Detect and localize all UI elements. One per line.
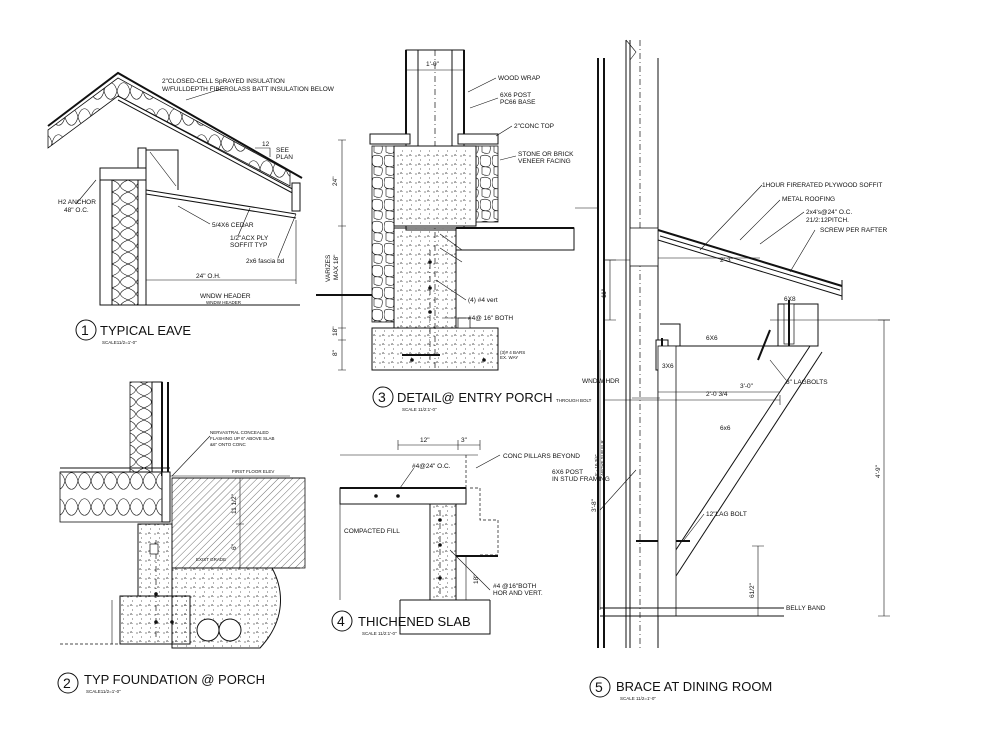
brace-member-6x6: 6X6: [706, 335, 718, 342]
eave-overhang-dim: 24" O.H.: [196, 273, 221, 280]
slab-fill-label: COMPACTED FILL: [344, 528, 400, 535]
brace-dim-38: 3'-8": [591, 498, 598, 512]
brace-dim-30: 3'-0": [740, 383, 754, 390]
brace-dim-612: 61/2": [749, 582, 756, 598]
eave-see-plan-2: PLAN: [276, 154, 293, 161]
detail-1-scale: SCALE11/2=1'-0": [102, 340, 137, 345]
brace-member-6x8: 6X8: [784, 296, 796, 303]
eave-insulation-note-1: 2"CLOSED-CELL SpRAYED INSULATION: [162, 78, 285, 85]
eave-pitch-label: 12: [262, 141, 270, 148]
slab-rebar-note-1: #4 @16"BOTH: [493, 583, 537, 590]
detail-2-number-circle: [57, 672, 79, 694]
detail-4-thickened-slab: 12" 3" CONC PILLARS BEYOND #4@24" O.C. C…: [331, 437, 580, 636]
brace-above-floor-2: ABOVE SUB FLR: [600, 439, 605, 476]
porch-post-note-2: PC66 BASE: [500, 99, 536, 106]
porch-varies-1: VARIZES: [325, 254, 332, 282]
brace-dim-23: 2'-3": [720, 257, 734, 264]
brace-above-floor-1: 5' - 10 3/4": [594, 454, 599, 476]
detail-3-scale: SCALE 11/2:1'-0": [402, 407, 437, 412]
detail-5-title: BRACE AT DINING ROOM: [616, 679, 772, 694]
porch-dim-top: 1'-0": [426, 61, 440, 68]
detail-3-title: DETAIL@ ENTRY PORCH: [397, 390, 553, 405]
brace-dim-49: 4'-9": [875, 464, 882, 478]
eave-soffit-note-1: 1/2"ACX PLY: [230, 235, 269, 242]
brace-member-3x6: 3X6: [662, 363, 674, 370]
detail-5-number-circle: [589, 676, 611, 698]
slab-dim-18: 18": [473, 574, 480, 584]
eave-header-label: WNDW HEADER: [200, 293, 251, 300]
porch-dim-8: 8": [332, 349, 339, 356]
porch-both-rebar: #4@ 16" BOTH: [468, 315, 513, 322]
brace-brace-label: 6x6: [720, 425, 731, 432]
porch-wood-wrap: WOOD WRAP: [498, 75, 540, 82]
eave-soffit-note-2: SOFFIT TYP: [230, 242, 267, 249]
brace-belly-band: BELLY BAND: [786, 605, 826, 612]
porch-stone-note-2: VENEER FACING: [518, 158, 571, 165]
eave-header-sub-label: WNDW HEADER: [206, 300, 242, 305]
porch-footing-note-1: (3)# 4 BARS: [500, 350, 525, 355]
foundation-dim-6: 6": [231, 543, 238, 550]
porch-post-note-1: 6X6 POST: [500, 92, 531, 99]
detail-2-scale: SCALE11/2=1'-0": [86, 689, 121, 694]
porch-varies-2: MAX 18": [333, 254, 340, 280]
slab-dim-12: 12": [420, 437, 430, 444]
eave-fascia-note: 2x6 fascia bd: [246, 258, 285, 265]
porch-vert-rebar: (4) #4 vert: [468, 297, 498, 304]
porch-dim-18: 18": [332, 326, 339, 336]
detail-5-scale: SCALE 11/2=1'-0": [620, 696, 656, 701]
porch-footing-note-2: EX. WAY: [500, 355, 518, 360]
detail-2-number: 2: [63, 675, 71, 691]
detail-1-number: 1: [81, 322, 89, 338]
detail-1-typical-eave: 2"CLOSED-CELL SpRAYED INSULATION W/FULLD…: [47, 71, 335, 345]
detail-4-number-circle: [331, 610, 353, 632]
eave-anchor-note-1: H2 ANCHOR: [58, 199, 96, 206]
brace-soffit-note: 1HOUR FIRERATED PLYWOOD SOFFIT: [762, 182, 882, 189]
detail-3-number-circle: [372, 386, 394, 408]
brace-screw-note: SCREW PER RAFTER: [820, 227, 887, 234]
eave-insulation-note-2: W/FULLDEPTH FIBERGLASS BATT INSULATION B…: [162, 86, 335, 93]
brace-post-note-2: IN STUD FRAMING: [552, 476, 610, 483]
eave-see-plan-1: SEE: [276, 147, 290, 154]
detail-5-brace-dining-room: 1HOUR FIRERATED PLYWOOD SOFFIT METAL ROO…: [552, 39, 890, 701]
detail-1-title: TYPICAL EAVE: [100, 323, 191, 338]
brace-dim-2034: 2'-0 3/4: [706, 391, 728, 398]
brace-rafter-note-1: 2x4's@24" O.C.: [806, 209, 852, 216]
porch-stone-note-1: STONE OR BRICK: [518, 151, 574, 158]
detail-3-number: 3: [378, 389, 386, 405]
brace-post-note-1: 6X6 POST: [552, 469, 583, 476]
detail-2-title: TYP FOUNDATION @ PORCH: [84, 672, 265, 687]
slab-dim-3: 3": [461, 437, 468, 444]
foundation-dim-11: 11 1/2": [231, 493, 238, 514]
brace-rafter-note-2: 21/2:12PITCH.: [806, 217, 849, 224]
porch-dim-24: 24": [332, 176, 339, 186]
foundation-flashing-note-2: FLASHING UP 6" ABOVE SLAB: [210, 436, 275, 441]
foundation-floor-elev: FIRST FLOOR ELEV: [232, 469, 274, 474]
eave-anchor-note-2: 48" O.C.: [64, 207, 89, 214]
brace-window-header: WNDW HDR: [582, 378, 620, 385]
brace-dim-11: 11": [601, 288, 608, 298]
detail-4-scale: SCALE 11/2:1'-0": [362, 631, 397, 636]
detail-4-title: THICHENED SLAB: [358, 614, 471, 629]
detail-4-number: 4: [337, 613, 345, 629]
brace-lag-bolt-note: 12"LAG BOLT: [706, 511, 747, 518]
foundation-flashing-note-3: &6" ONTO CONC: [210, 442, 247, 447]
foundation-exist-grade: EXIST GRADE: [196, 557, 226, 562]
brace-roofing-note: METAL ROOFING: [782, 196, 835, 203]
slab-rebar-top: #4@24" O.C.: [412, 463, 451, 470]
slab-rebar-note-2: HOR AND VERT.: [493, 590, 543, 597]
brace-through-bolt: THROUGH BOLT: [556, 398, 592, 403]
detail-2-typ-foundation: NERVASTRAL CONCEALED FLASHING UP 6" ABOV…: [57, 381, 306, 694]
eave-cedar-note: 5/4X6 CEDAR: [212, 222, 254, 229]
detail-5-number: 5: [595, 679, 603, 695]
foundation-flashing-note-1: NERVASTRAL CONCEALED: [210, 430, 269, 435]
porch-conc-top: 2"CONC TOP: [514, 123, 554, 130]
detail-3-entry-porch: 1'-0" WOOD WRAP 6X6 POST PC66 BASE 2"CON…: [316, 49, 575, 412]
detail-1-number-circle: [75, 319, 97, 341]
slab-pillars-note: CONC PILLARS BEYOND: [503, 453, 580, 460]
brace-lagbolts-note: 8" LAGBOLTS: [786, 379, 828, 386]
